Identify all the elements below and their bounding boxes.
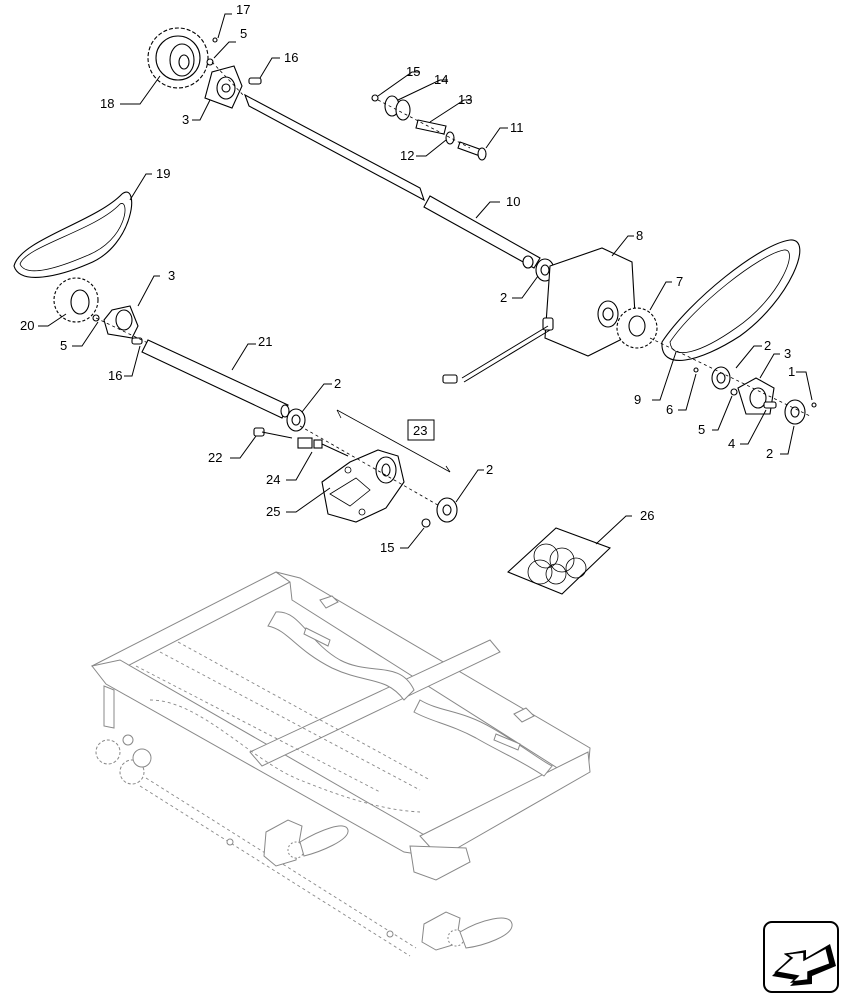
idler-hardware	[371, 94, 487, 161]
bearing-2-lower	[436, 497, 458, 523]
callout-5-left: 5	[60, 338, 67, 353]
chain-9	[661, 239, 801, 361]
callout-labels: 17 5 16 18 3 15 14 13 11 12 10 19 8 2 7 …	[20, 2, 795, 555]
bearing-2-left	[286, 408, 306, 432]
group-23-bracket	[336, 409, 451, 473]
leader-lines	[38, 13, 813, 549]
bolt-17	[212, 37, 218, 43]
callout-18: 18	[100, 96, 114, 111]
callout-24: 24	[266, 472, 280, 487]
callout-10: 10	[506, 194, 520, 209]
callout-1: 1	[788, 364, 795, 379]
callout-13: 13	[458, 92, 472, 107]
bolt-16-upper	[248, 77, 262, 85]
bolt-22	[253, 427, 293, 439]
shaft-21	[141, 339, 290, 419]
callout-5-right: 5	[698, 422, 705, 437]
callout-19: 19	[156, 166, 170, 181]
chain-19	[13, 191, 133, 278]
callout-2-right: 2	[764, 338, 771, 353]
callout-20: 20	[20, 318, 34, 333]
frame-assembly	[90, 571, 591, 957]
callout-15-top: 15	[406, 64, 420, 79]
callout-26: 26	[640, 508, 654, 523]
callout-3-right: 3	[784, 346, 791, 361]
callout-12: 12	[400, 148, 414, 163]
callout-25: 25	[266, 504, 280, 519]
bearing-flange-upper	[204, 65, 243, 109]
upper-shaft	[243, 93, 541, 269]
callout-5-top: 5	[240, 26, 247, 41]
callout-7: 7	[676, 274, 683, 289]
callout-16-top: 16	[284, 50, 298, 65]
seal-kit-26	[506, 527, 612, 595]
bearing-flange-left	[92, 305, 143, 345]
callout-2-mid: 2	[500, 290, 507, 305]
motor-25	[321, 449, 405, 523]
callout-6: 6	[666, 402, 673, 417]
callout-11: 11	[510, 120, 524, 135]
nut-15-lower	[421, 518, 431, 528]
callout-8: 8	[636, 228, 643, 243]
sprocket-7	[616, 307, 658, 349]
callout-2-far-right: 2	[766, 446, 773, 461]
connector-24	[297, 437, 349, 457]
callout-23: 23	[413, 423, 427, 438]
bolt-5-upper	[206, 58, 214, 66]
callout-2-lower: 2	[486, 462, 493, 477]
callout-22: 22	[208, 450, 222, 465]
sprocket-18	[147, 27, 209, 89]
callout-4: 4	[728, 436, 735, 451]
callout-23-box	[407, 419, 435, 441]
arrow-icon[interactable]	[763, 921, 839, 993]
callout-17: 17	[236, 2, 250, 17]
callout-14: 14	[434, 72, 448, 87]
callout-3-top: 3	[182, 112, 189, 127]
callout-16-left: 16	[108, 368, 122, 383]
shield-8	[442, 247, 637, 384]
callout-2-left: 2	[334, 376, 341, 391]
callout-3-left: 3	[168, 268, 175, 283]
callout-21: 21	[258, 334, 272, 349]
callout-15-lower: 15	[380, 540, 394, 555]
sprocket-20	[53, 277, 99, 323]
callout-9: 9	[634, 392, 641, 407]
right-hardware	[649, 337, 817, 425]
